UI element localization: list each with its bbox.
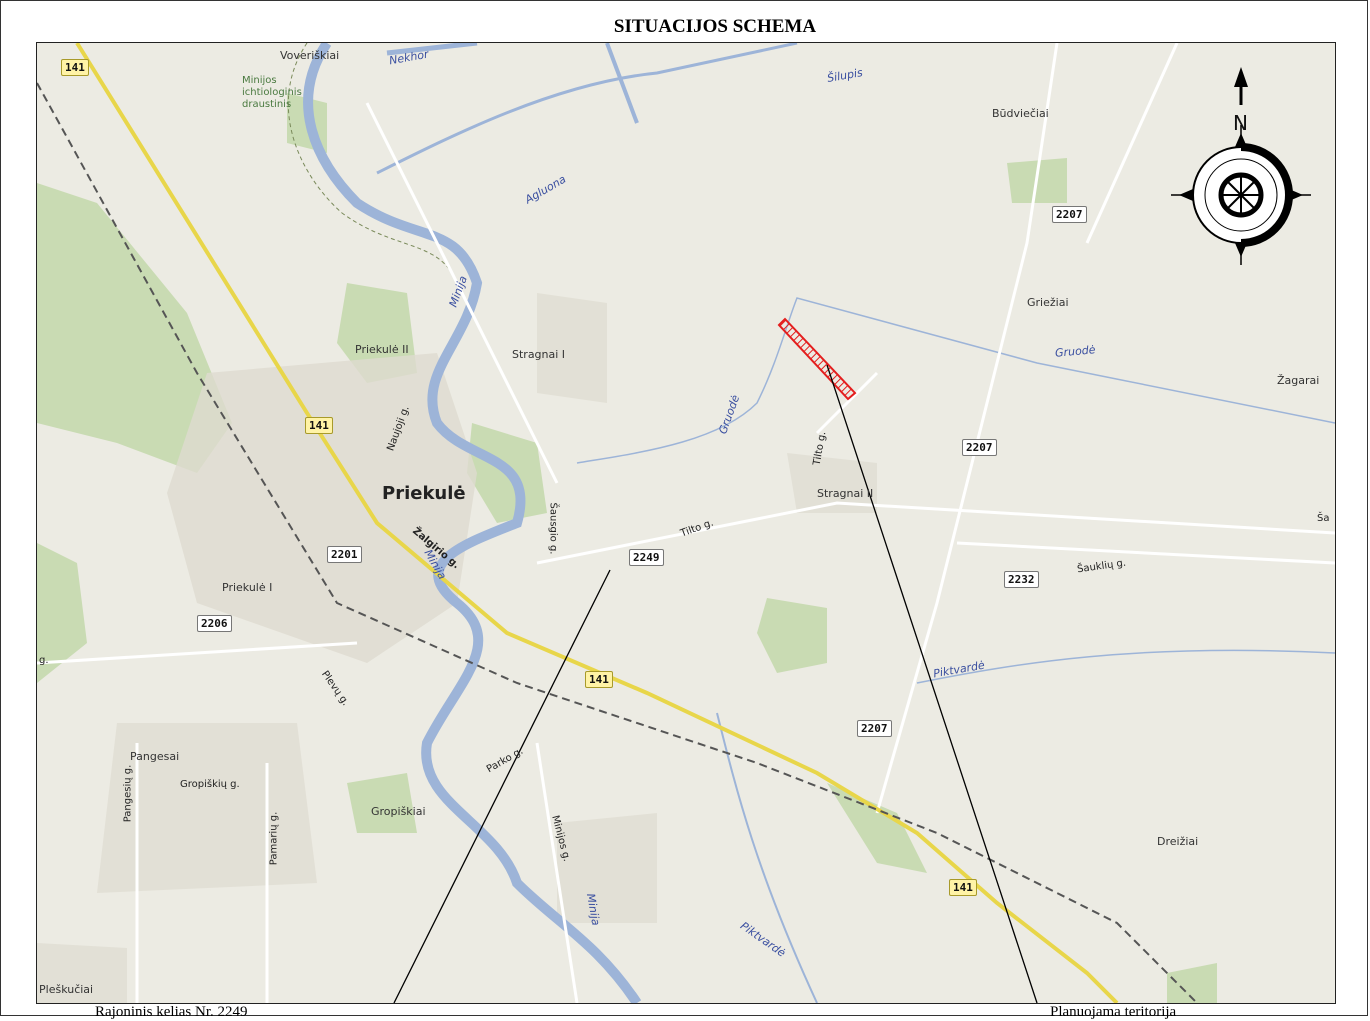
map-frame[interactable]: N Voveriškiai Minijos ichtiologinis drau… (36, 42, 1336, 1004)
road-shield-2207: 2207 (857, 720, 892, 737)
railway (37, 82, 1198, 1003)
forest-area (1167, 963, 1217, 1003)
street-g-left: g. (39, 655, 49, 666)
forest-area (37, 183, 232, 473)
leader-line-territory (826, 364, 1038, 1003)
canal (605, 43, 639, 124)
road-shield-2249: 2249 (629, 549, 664, 566)
forest-area (757, 598, 827, 673)
piktvarde-stream (716, 712, 818, 1003)
place-pangesai: Pangesai (130, 750, 180, 763)
settlement-area (787, 453, 877, 513)
street-sausgio: Šausgio g. (547, 502, 559, 555)
map-canvas (37, 43, 1335, 1003)
nekhor-river (386, 43, 478, 56)
place-stragnai-i: Stragnai I (512, 348, 566, 361)
street-pangesiu: Pangesių g. (122, 764, 134, 823)
agluona-river (376, 43, 798, 175)
place-minijos-reserve: Minijos ichtiologinis draustinis (242, 75, 302, 110)
forest-area (37, 543, 87, 683)
place-pleskuciai: Pleškučiai (39, 983, 94, 996)
road-shield-141: 141 (305, 417, 333, 434)
place-stragnai-ii: Stragnai II (817, 487, 874, 500)
leader-line-road (393, 569, 611, 1003)
map-title: SITUACIJOS SCHEMA (613, 16, 817, 37)
place-zagarai: Žagarai (1277, 374, 1320, 387)
road-shield-2201: 2201 (327, 546, 362, 563)
highway-141 (75, 43, 1119, 1003)
minija-river (303, 43, 642, 1003)
planned-territory (777, 317, 857, 401)
forest-area (827, 783, 927, 873)
place-budvieciai: Būdviečiai (992, 107, 1049, 120)
place-dreiziai: Dreižiai (1157, 835, 1199, 848)
road-shield-141: 141 (585, 671, 613, 688)
road-shield-2232: 2232 (1004, 571, 1039, 588)
road-shield-2207: 2207 (962, 439, 997, 456)
road-shield-141: 141 (949, 879, 977, 896)
place-priekule: Priekulė (382, 483, 466, 504)
settlement-area (97, 723, 317, 893)
compass-rose (1171, 67, 1311, 265)
piktvarde-stream (916, 649, 1335, 684)
note-regional-road: Rajoninis kelias Nr. 2249 (95, 1004, 248, 1020)
compass-n-letter: N (1233, 111, 1248, 135)
street-sa-right: Ša (1317, 513, 1330, 524)
minija-river-bank (287, 43, 460, 289)
settlement-area (37, 943, 127, 1003)
place-priekule-ii: Priekulė II (355, 343, 409, 356)
settlement-area (557, 813, 657, 923)
north-arrow-icon (1234, 67, 1248, 87)
place-voveriskiai: Voveriškiai (280, 49, 340, 62)
road-shield-141: 141 (61, 59, 89, 76)
street-pamariu: Pamarių g. (268, 811, 280, 866)
place-gropiskiai: Gropiškiai (371, 805, 426, 818)
street-gropiskiu: Gropiškių g. (180, 779, 240, 790)
settlement-area (537, 293, 607, 403)
settlement-area (167, 353, 477, 663)
place-grieziai: Griežiai (1027, 296, 1069, 309)
note-planned-territory: Planuojama teritorija (1050, 1004, 1177, 1020)
road-shield-2206: 2206 (197, 615, 232, 632)
gruode-stream (576, 297, 1335, 464)
forest-area (347, 773, 417, 833)
place-priekule-i: Priekulė I (222, 581, 273, 594)
road-shield-2207: 2207 (1052, 206, 1087, 223)
